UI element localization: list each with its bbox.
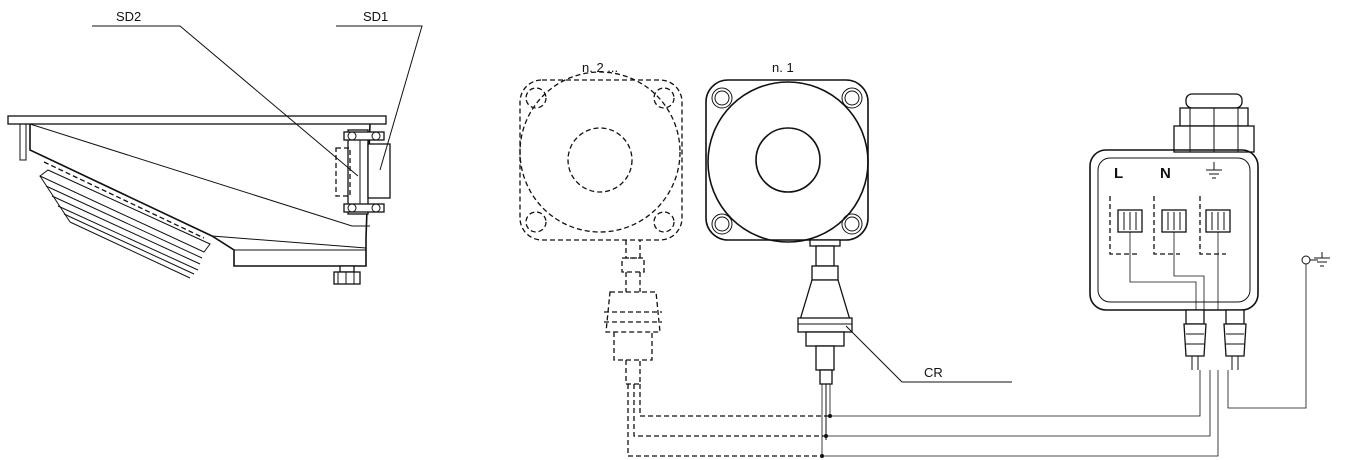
label-cr: CR — [924, 365, 943, 380]
heater-fins — [39, 169, 211, 279]
heater-side-view: SD2 SD1 — [7, 9, 423, 285]
bottom-gland-right — [1223, 309, 1247, 370]
bottom-connector — [333, 265, 361, 285]
bracket-sd1 — [343, 129, 391, 215]
label-unit-1: n. 1 — [772, 60, 794, 75]
unit-1: n. 1 CR — [705, 60, 1012, 440]
terminal-label-n: N — [1160, 165, 1171, 182]
label-sd2: SD2 — [116, 9, 141, 24]
bottom-gland-left — [1183, 309, 1207, 370]
unit-2-dashed: n. 2 ... — [519, 60, 683, 385]
terminal-block-n — [1161, 209, 1187, 233]
terminal-label-l: L — [1114, 165, 1123, 182]
junction-box: L N — [1089, 93, 1259, 370]
ground-icon — [1206, 162, 1222, 179]
bracket-sd2 — [335, 147, 351, 197]
ground-terminal-icon — [1301, 255, 1311, 265]
wiring — [627, 252, 1330, 458]
cable-gland-unit-1 — [797, 239, 853, 440]
terminal-block-ground — [1205, 209, 1231, 233]
external-ground-icon — [1310, 252, 1330, 267]
label-sd1: SD1 — [363, 9, 388, 24]
terminal-block-l — [1117, 209, 1143, 233]
label-unit-2: n. 2 ... — [582, 60, 618, 75]
